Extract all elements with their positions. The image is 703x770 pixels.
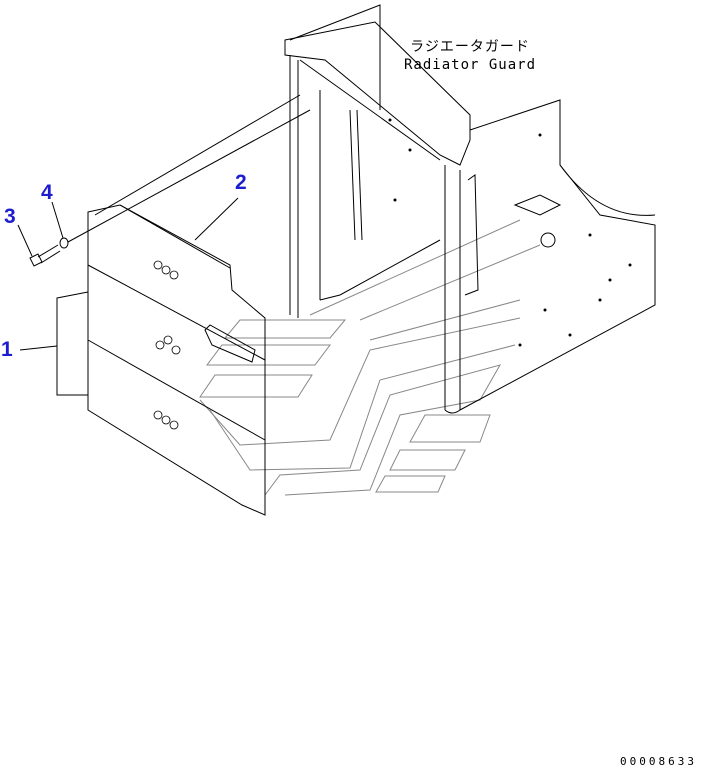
- label-english: Radiator Guard: [404, 57, 537, 73]
- drawing-number: 00008633: [620, 755, 697, 768]
- bolt-and-washer: [17, 201, 69, 267]
- callout-2[interactable]: 2: [235, 171, 247, 194]
- callout-1[interactable]: 1: [1, 338, 13, 361]
- callout-3[interactable]: 3: [4, 205, 16, 228]
- callout-4[interactable]: 4: [41, 181, 53, 204]
- label-japanese: ラジエータガード: [410, 39, 530, 55]
- radiator-guard: [284, 4, 656, 414]
- cover-panel-assembly: [19, 94, 311, 516]
- ghost-outline: [199, 219, 541, 496]
- vent-holes: [153, 260, 181, 430]
- radiator-guard-label: ラジエータガード Radiator Guard: [404, 38, 536, 74]
